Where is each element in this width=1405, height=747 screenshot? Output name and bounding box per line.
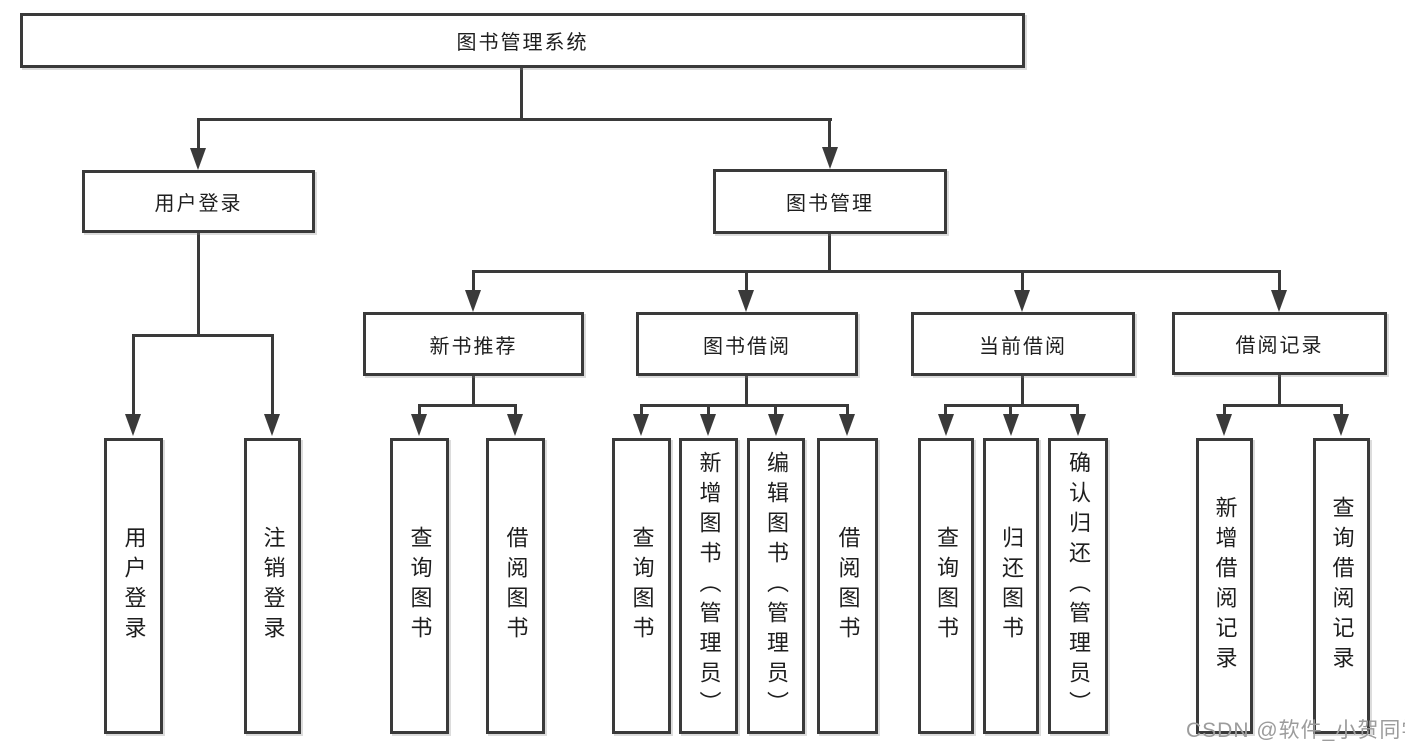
connector-branch bbox=[1223, 404, 1343, 407]
connector-drop bbox=[1009, 404, 1012, 418]
node-new-book-recommendation: 新书推荐 bbox=[363, 312, 584, 376]
connector-drop bbox=[828, 118, 831, 151]
connector-stem bbox=[197, 233, 200, 337]
connector-drop bbox=[1076, 404, 1079, 418]
connector-drop bbox=[846, 404, 849, 418]
node-label: 当前借阅 bbox=[979, 335, 1067, 358]
node-label: 注销登录 bbox=[260, 526, 286, 646]
connector-stem bbox=[828, 234, 831, 273]
node-label: 查询图书 bbox=[407, 526, 433, 646]
connector-branch bbox=[418, 404, 517, 407]
arrow-down-icon bbox=[768, 414, 784, 436]
node-label: 借阅记录 bbox=[1235, 335, 1324, 357]
leaf-confirm-return-admin: 确认归还（管理员） bbox=[1048, 438, 1108, 734]
leaf-add-borrowing-record: 新增借阅记录 bbox=[1196, 438, 1253, 734]
connector-drop bbox=[197, 118, 200, 152]
csdn-watermark: CSDN @软件_小贺同学 bbox=[1186, 719, 1405, 742]
connector-stem bbox=[745, 376, 748, 407]
leaf-query-borrowing-record: 查询借阅记录 bbox=[1313, 438, 1370, 734]
leaf-return-book: 归还图书 bbox=[983, 438, 1039, 734]
node-library-management-system: 图书管理系统 bbox=[20, 13, 1025, 68]
connector-branch bbox=[132, 334, 274, 337]
arrow-down-icon bbox=[1070, 414, 1086, 436]
arrow-down-icon bbox=[125, 414, 141, 436]
arrow-down-icon bbox=[1014, 290, 1030, 312]
arrow-down-icon bbox=[822, 147, 838, 169]
node-label: 新增借阅记录 bbox=[1212, 496, 1238, 676]
connector-drop bbox=[271, 334, 274, 418]
arrow-down-icon bbox=[507, 414, 523, 436]
arrow-down-icon bbox=[938, 414, 954, 436]
leaf-borrow-books-borrow: 借阅图书 bbox=[817, 438, 878, 734]
connector-root-stem bbox=[520, 66, 523, 121]
node-book-management: 图书管理 bbox=[713, 169, 947, 234]
node-label: 图书管理 bbox=[786, 193, 874, 215]
arrow-down-icon bbox=[1216, 414, 1232, 436]
leaf-query-books-current: 查询图书 bbox=[918, 438, 974, 734]
node-label: 新书推荐 bbox=[429, 335, 518, 358]
connector-drop bbox=[1278, 270, 1281, 294]
connector-drop bbox=[944, 404, 947, 418]
arrow-down-icon bbox=[700, 414, 716, 436]
arrow-down-icon bbox=[839, 414, 855, 436]
connector-drop bbox=[774, 404, 777, 418]
leaf-user-login: 用户登录 bbox=[104, 438, 163, 734]
leaf-query-books-borrow: 查询图书 bbox=[612, 438, 671, 734]
node-user-login: 用户登录 bbox=[82, 170, 315, 233]
connector-branch bbox=[472, 270, 1281, 273]
connector-drop bbox=[1223, 404, 1226, 418]
node-label: 借阅图书 bbox=[503, 526, 529, 646]
arrow-down-icon bbox=[411, 414, 427, 436]
node-label: 归还图书 bbox=[999, 526, 1024, 646]
connector-stem bbox=[472, 376, 475, 407]
node-label: 查询借阅记录 bbox=[1329, 496, 1355, 676]
connector-branch bbox=[640, 404, 848, 407]
node-label: 确认归还（管理员） bbox=[1066, 451, 1091, 721]
arrow-down-icon bbox=[190, 148, 206, 170]
node-label: 编辑图书（管理员） bbox=[764, 451, 789, 721]
node-label: 查询图书 bbox=[934, 526, 959, 646]
node-borrowing-records: 借阅记录 bbox=[1172, 312, 1387, 375]
arrow-down-icon bbox=[465, 290, 481, 312]
leaf-add-book-admin: 新增图书（管理员） bbox=[679, 438, 738, 734]
node-label: 图书借阅 bbox=[703, 335, 791, 358]
arrow-down-icon bbox=[738, 290, 754, 312]
node-label: 查询图书 bbox=[629, 526, 655, 646]
connector-drop bbox=[418, 404, 421, 418]
connector-drop bbox=[745, 270, 748, 294]
arrow-down-icon bbox=[633, 414, 649, 436]
connector-drop bbox=[707, 404, 710, 418]
arrow-down-icon bbox=[264, 414, 280, 436]
connector-drop bbox=[1021, 270, 1024, 294]
node-label: 用户登录 bbox=[121, 526, 147, 646]
node-label: 用户登录 bbox=[154, 193, 243, 215]
connector-root-branch bbox=[197, 118, 832, 121]
arrow-down-icon bbox=[1271, 290, 1287, 312]
arrow-down-icon bbox=[1333, 414, 1349, 436]
connector-drop bbox=[132, 334, 135, 418]
node-book-borrowing: 图书借阅 bbox=[636, 312, 858, 376]
node-label: 借阅图书 bbox=[835, 526, 861, 646]
node-label: 图书管理系统 bbox=[456, 32, 589, 54]
connector-drop bbox=[472, 270, 475, 294]
leaf-borrow-books-recommend: 借阅图书 bbox=[486, 438, 545, 734]
leaf-logout: 注销登录 bbox=[244, 438, 301, 734]
connector-drop bbox=[1340, 404, 1343, 418]
node-label: 新增图书（管理员） bbox=[696, 451, 722, 721]
connector-drop bbox=[514, 404, 517, 418]
connector-stem bbox=[1278, 375, 1281, 407]
arrow-down-icon bbox=[1003, 414, 1019, 436]
connector-drop bbox=[640, 404, 643, 418]
leaf-query-books-recommend: 查询图书 bbox=[390, 438, 449, 734]
leaf-edit-book-admin: 编辑图书（管理员） bbox=[747, 438, 805, 734]
connector-stem bbox=[1021, 376, 1024, 407]
node-current-borrowing: 当前借阅 bbox=[911, 312, 1135, 376]
